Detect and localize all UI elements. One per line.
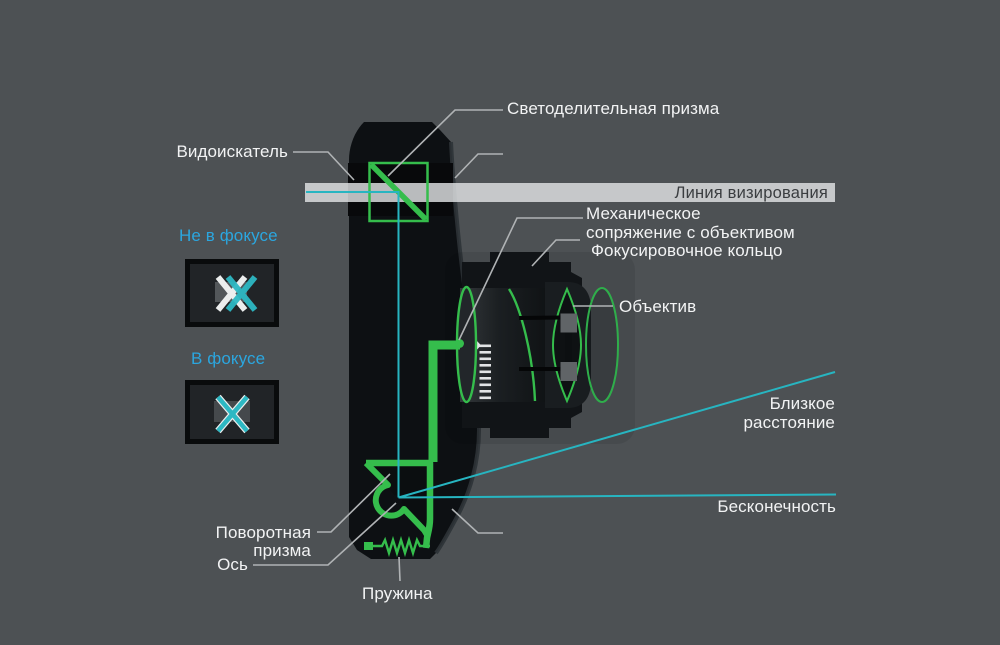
- focus-linkage: [428, 339, 464, 462]
- leader-lines: [253, 109, 613, 582]
- leader-beam-splitter: [387, 109, 503, 177]
- rotating-prism-line1: Поворотная: [215, 523, 311, 542]
- front-rim: [585, 287, 619, 403]
- infinity-label: Бесконечность: [717, 497, 836, 516]
- aperture-gap: [565, 332, 572, 362]
- sight-line-band: [305, 183, 835, 202]
- camera-body-silhouette: [349, 122, 479, 559]
- lens-label: Объектив: [619, 297, 697, 316]
- spring-anchor: [364, 542, 373, 550]
- cam-contact-dot: [455, 339, 464, 348]
- viewfinder-label: Видоискатель: [176, 142, 288, 161]
- lens-assembly: [445, 252, 635, 444]
- sight-ray-main: [306, 191, 400, 498]
- out-of-focus-label: Не в фокусе: [179, 226, 278, 245]
- ghost-x-teal: [225, 275, 258, 312]
- near-distance-line1: Близкое: [769, 394, 835, 413]
- focus-example-boxes: [185, 259, 279, 444]
- sight-line-label: Линия визирования: [674, 184, 828, 202]
- leader-focusing-ring: [531, 239, 580, 267]
- lens-tab-top: [560, 313, 577, 333]
- in-focus-label: В фокусе: [191, 349, 266, 368]
- in-focus-box: [185, 380, 279, 444]
- axis-label: Ось: [217, 555, 248, 574]
- sight-ray-infinity: [398, 493, 837, 499]
- beam-splitter-label: Светоделительная призма: [507, 99, 720, 118]
- rotating-prism-outline-right: [366, 459, 434, 549]
- sight-ray-near: [398, 371, 836, 499]
- near-distance-line2: расстояние: [743, 412, 835, 432]
- rotating-prism-hypotenuse: [363, 460, 430, 537]
- linkage-arm: [428, 340, 460, 462]
- mechanical-coupling-line2: сопряжение с объективом: [586, 222, 795, 242]
- leader-front-window: [454, 153, 503, 179]
- near-distance-label: Близкое расстояние: [743, 394, 835, 432]
- aligned-x-teal: [216, 395, 249, 433]
- leader-axis: [253, 502, 397, 566]
- leader-rotating-prism: [317, 473, 391, 533]
- out-of-focus-box: [185, 259, 279, 327]
- rotating-prism-label: Поворотная призма: [216, 524, 311, 559]
- spring-coil: [373, 535, 430, 558]
- leader-spring: [398, 556, 401, 582]
- focusing-ring-label: Фокусировочное кольцо: [591, 241, 783, 260]
- focus-ring-front-edge: [507, 288, 537, 402]
- leader-mechanical-coupling: [458, 217, 583, 341]
- leader-lower-window: [451, 508, 503, 534]
- lens-tab-bottom: [560, 362, 577, 381]
- mechanical-coupling-line1: Механическое: [586, 204, 701, 223]
- lens-pin-top: [518, 315, 562, 320]
- ghost-x-white: [215, 275, 248, 312]
- leader-viewfinder: [293, 151, 355, 181]
- sight-rays: [306, 191, 837, 499]
- spring-label: Пружина: [362, 584, 433, 603]
- rotating-prism-line2: призма: [253, 540, 311, 560]
- spring-graphic: [364, 535, 430, 558]
- mechanical-coupling-label: Механическое сопряжение с объективом: [586, 204, 795, 242]
